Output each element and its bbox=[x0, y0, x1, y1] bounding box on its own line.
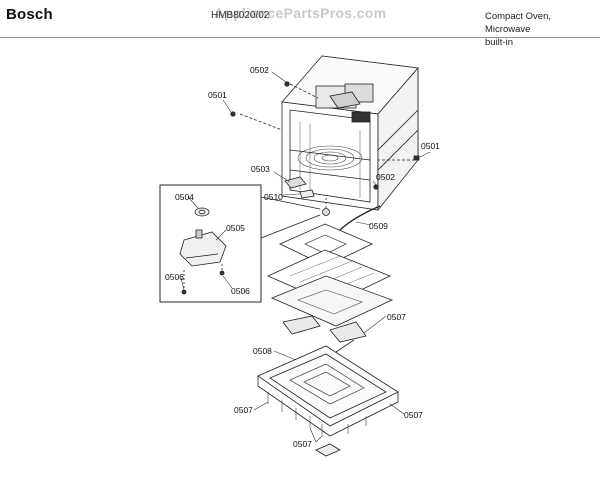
callout-0507-bottom: 0507 bbox=[293, 439, 312, 449]
callout-0507-mid: 0507 bbox=[387, 312, 406, 322]
part-callouts: 0502 0501 0501 0503 0502 0510 0504 0505 … bbox=[165, 65, 440, 449]
callout-0505: 0505 bbox=[226, 223, 245, 233]
callout-0507-left: 0507 bbox=[234, 405, 253, 415]
callout-0502-top: 0502 bbox=[250, 65, 269, 75]
mica-plate-stack bbox=[267, 223, 394, 327]
turntable-motor-detail-box bbox=[159, 184, 321, 303]
callout-0501-left: 0501 bbox=[208, 90, 227, 100]
callout-0504: 0504 bbox=[175, 192, 194, 202]
oven-cavity-housing bbox=[239, 55, 419, 212]
category-line-1: Compact Oven, Microwave bbox=[485, 11, 551, 35]
callout-0506-left: 0506 bbox=[165, 272, 184, 282]
model-number: HMB8020/02 bbox=[211, 10, 270, 21]
category-line-2: built-in bbox=[485, 37, 513, 48]
watermark: AppliancePartsPros.com bbox=[214, 5, 387, 21]
header-divider bbox=[0, 37, 600, 38]
callout-0502-mid: 0502 bbox=[376, 172, 395, 182]
screw-hardware bbox=[230, 81, 420, 190]
base-plate bbox=[257, 345, 399, 437]
callout-0510: 0510 bbox=[264, 192, 283, 202]
callout-0507-right: 0507 bbox=[404, 410, 423, 420]
brand-name: Bosch bbox=[6, 6, 53, 23]
callout-0503: 0503 bbox=[251, 164, 270, 174]
callout-leader-lines bbox=[180, 71, 431, 443]
callout-0501-right: 0501 bbox=[421, 141, 440, 151]
callout-0508: 0508 bbox=[253, 346, 272, 356]
appliance-category: Compact Oven, Microwave built-in bbox=[485, 10, 597, 49]
callout-0509: 0509 bbox=[369, 221, 388, 231]
callout-0506-right: 0506 bbox=[231, 286, 250, 296]
